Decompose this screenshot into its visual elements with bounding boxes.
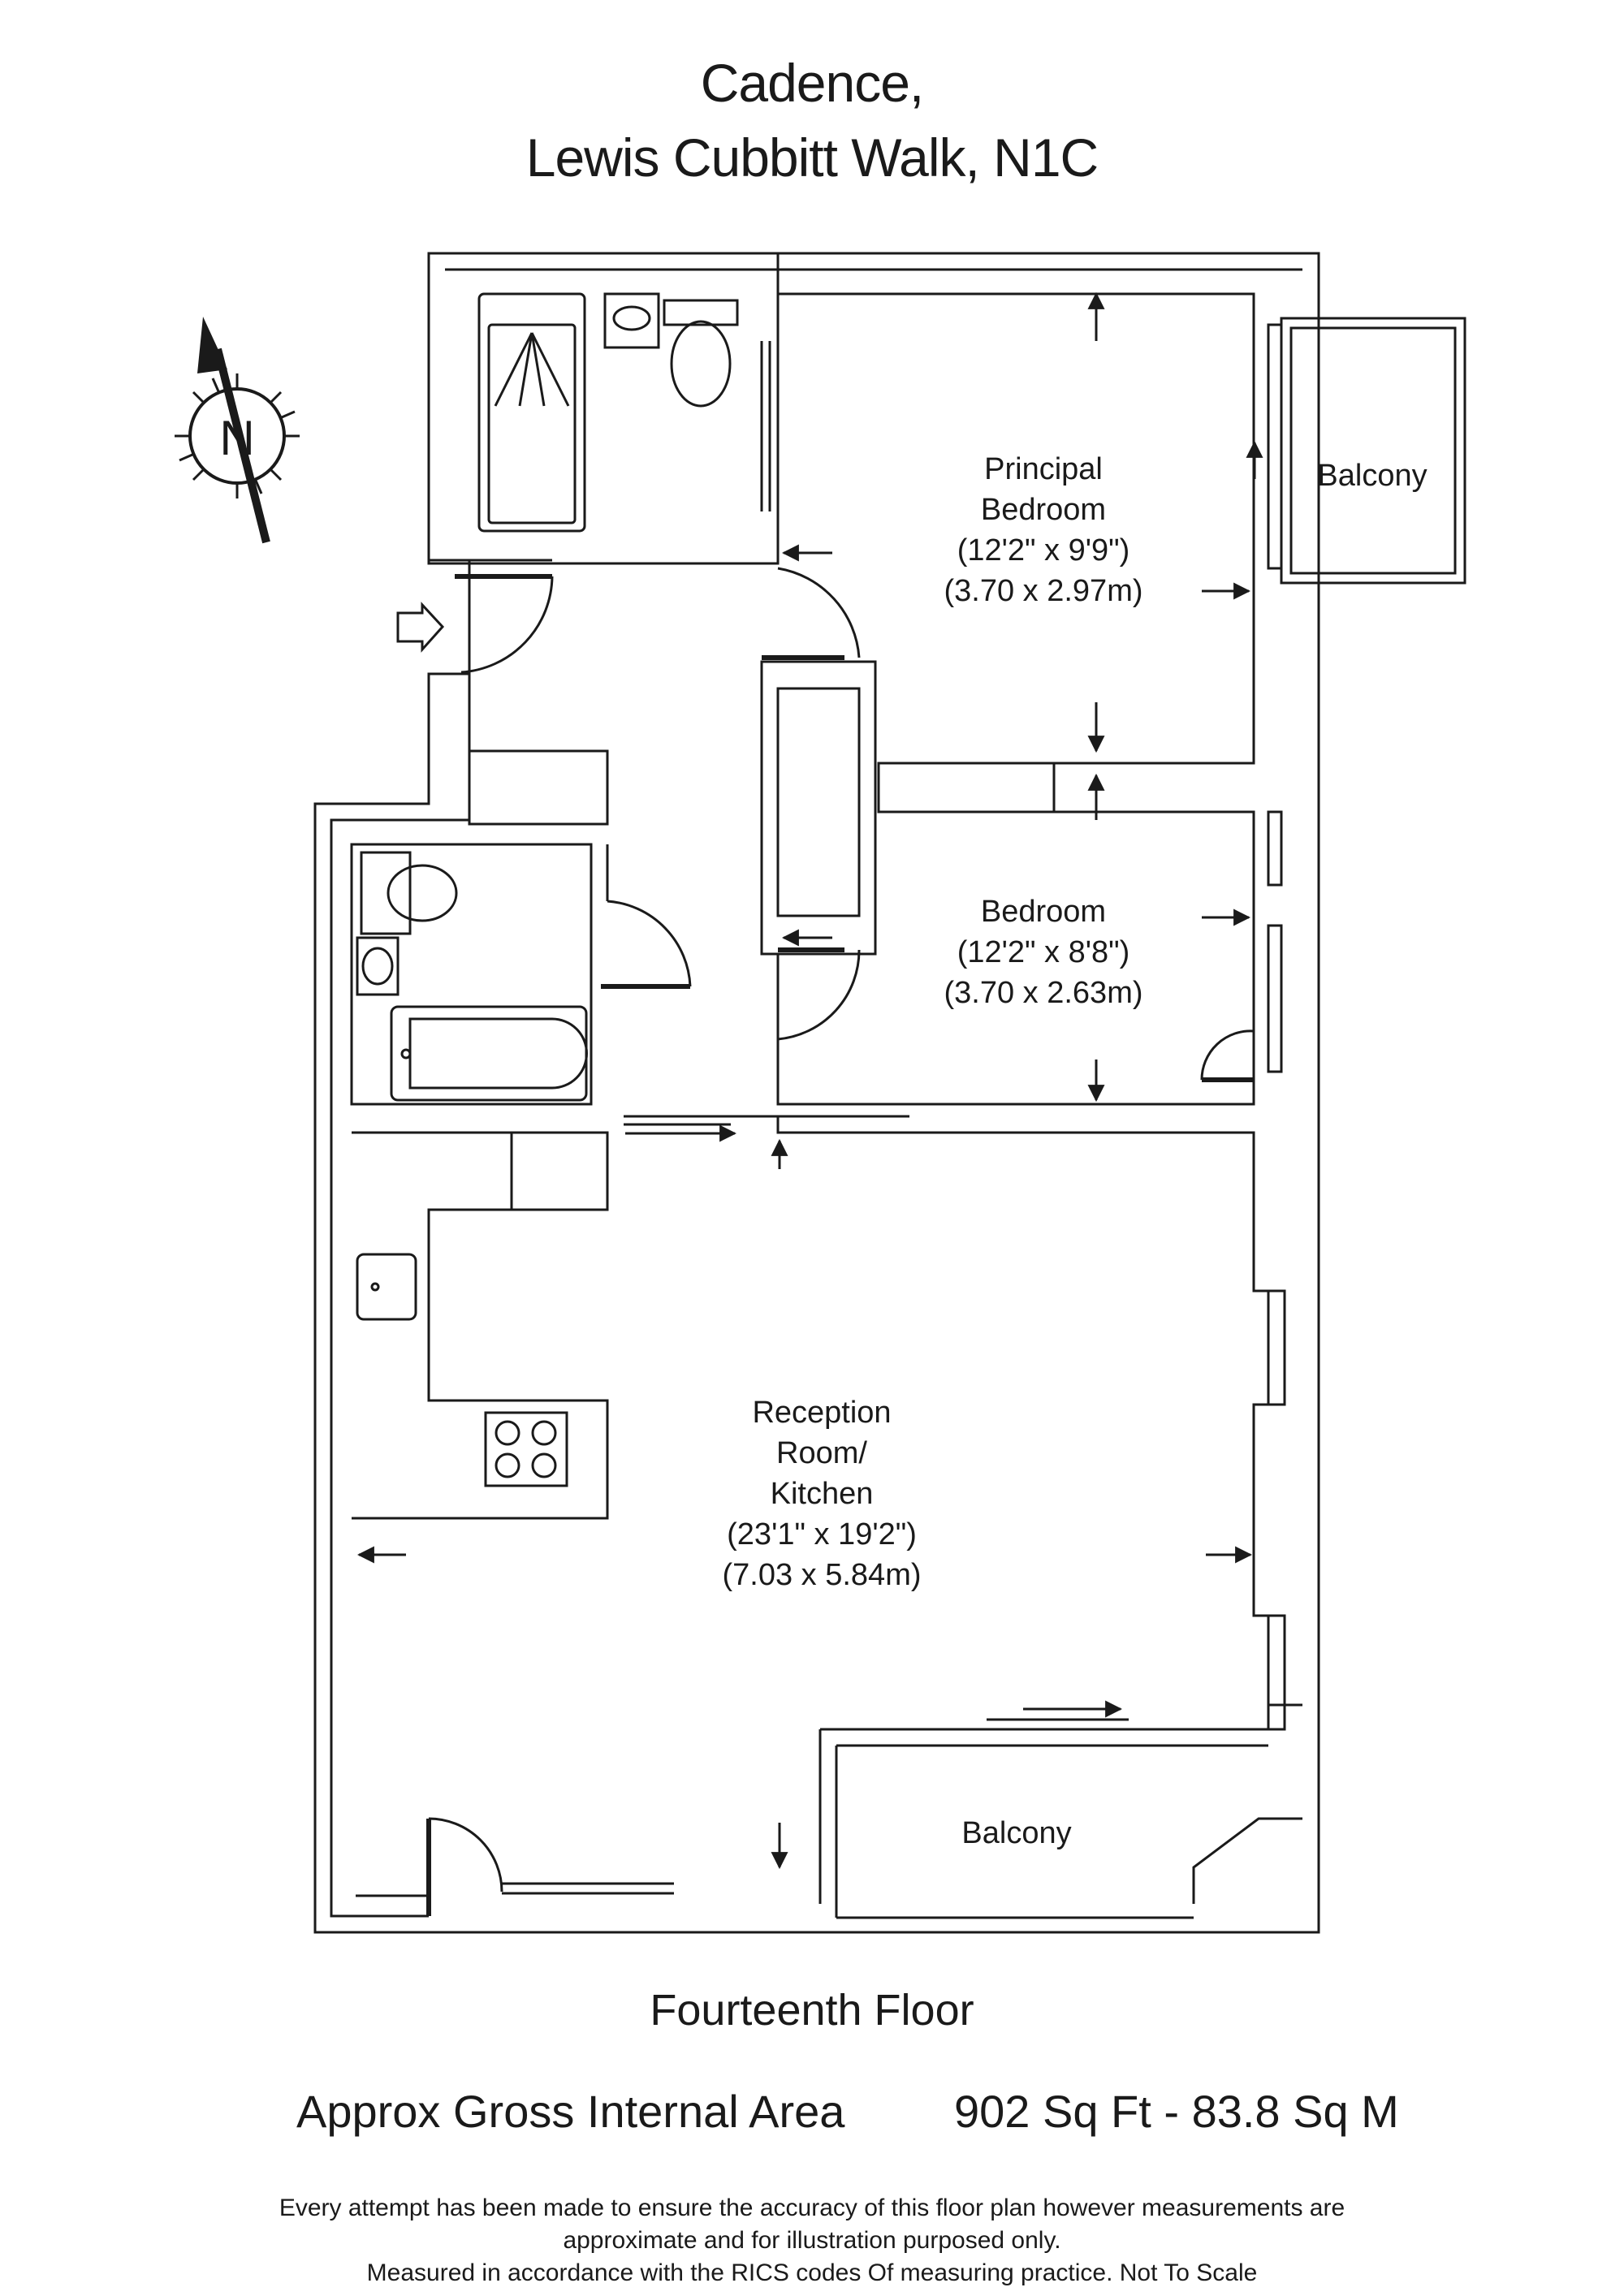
disclaimer: Every attempt has been made to ensure th… — [0, 2192, 1624, 2290]
area-label: Approx Gross Internal Area — [296, 2086, 845, 2137]
reception-line-3: Kitchen — [771, 1477, 874, 1511]
balcony-bottom-label: Balcony — [961, 1816, 1071, 1850]
entrance-hall — [396, 559, 609, 826]
reception-room — [356, 1115, 1286, 1916]
disclaimer-line-2: approximate and for illustration purpose… — [563, 2227, 1061, 2254]
principal-bedroom-line-1: Principal — [984, 452, 1103, 486]
balcony-top — [1280, 317, 1466, 585]
bedroom — [776, 810, 1283, 1106]
disclaimer-line-1: Every attempt has been made to ensure th… — [279, 2195, 1345, 2221]
principal-bedroom — [760, 292, 1283, 956]
bedroom-line-3: (3.70 x 2.63m) — [944, 976, 1143, 1010]
balcony-bottom — [820, 1703, 1302, 1919]
family-bathroom — [350, 843, 692, 1106]
reception-line-4: (23'1" x 19'2") — [727, 1517, 917, 1552]
disclaimer-line-3: Measured in accordance with the RICS cod… — [366, 2259, 1258, 2286]
north-label: N — [219, 411, 254, 465]
balcony-top-label: Balcony — [1317, 459, 1427, 493]
reception-line-2: Room/ — [776, 1436, 867, 1470]
dimension-arrows — [356, 291, 1263, 1870]
outer-walls — [313, 252, 1320, 1934]
principal-bedroom-line-3: (12'2" x 9'9") — [957, 533, 1130, 568]
principal-bedroom-line-4: (3.70 x 2.97m) — [944, 574, 1143, 608]
reception-line-5: (7.03 x 5.84m) — [723, 1558, 922, 1592]
reception-line-1: Reception — [752, 1396, 891, 1430]
svg-text:Bedroom(12'2" x 8'8")(3.70 x 2: Bedroom (12'2" x 8'8") (3.70 x 2.63m) — [944, 895, 1143, 1010]
building-address: Lewis Cubbitt Walk, N1C — [525, 127, 1099, 188]
floor-name: Fourteenth Floor — [650, 1986, 974, 2035]
principal-bedroom-line-2: Bedroom — [981, 493, 1106, 527]
kitchen-units — [352, 1131, 609, 1520]
area-value: 902 Sq Ft - 83.8 Sq M — [954, 2086, 1399, 2137]
north-arrow-icon — [175, 317, 300, 544]
bedroom-line-2: (12'2" x 8'8") — [957, 935, 1130, 969]
building-name: Cadence, — [700, 53, 925, 113]
bedroom-line-1: Bedroom — [981, 895, 1106, 929]
ensuite-bathroom — [427, 252, 780, 565]
